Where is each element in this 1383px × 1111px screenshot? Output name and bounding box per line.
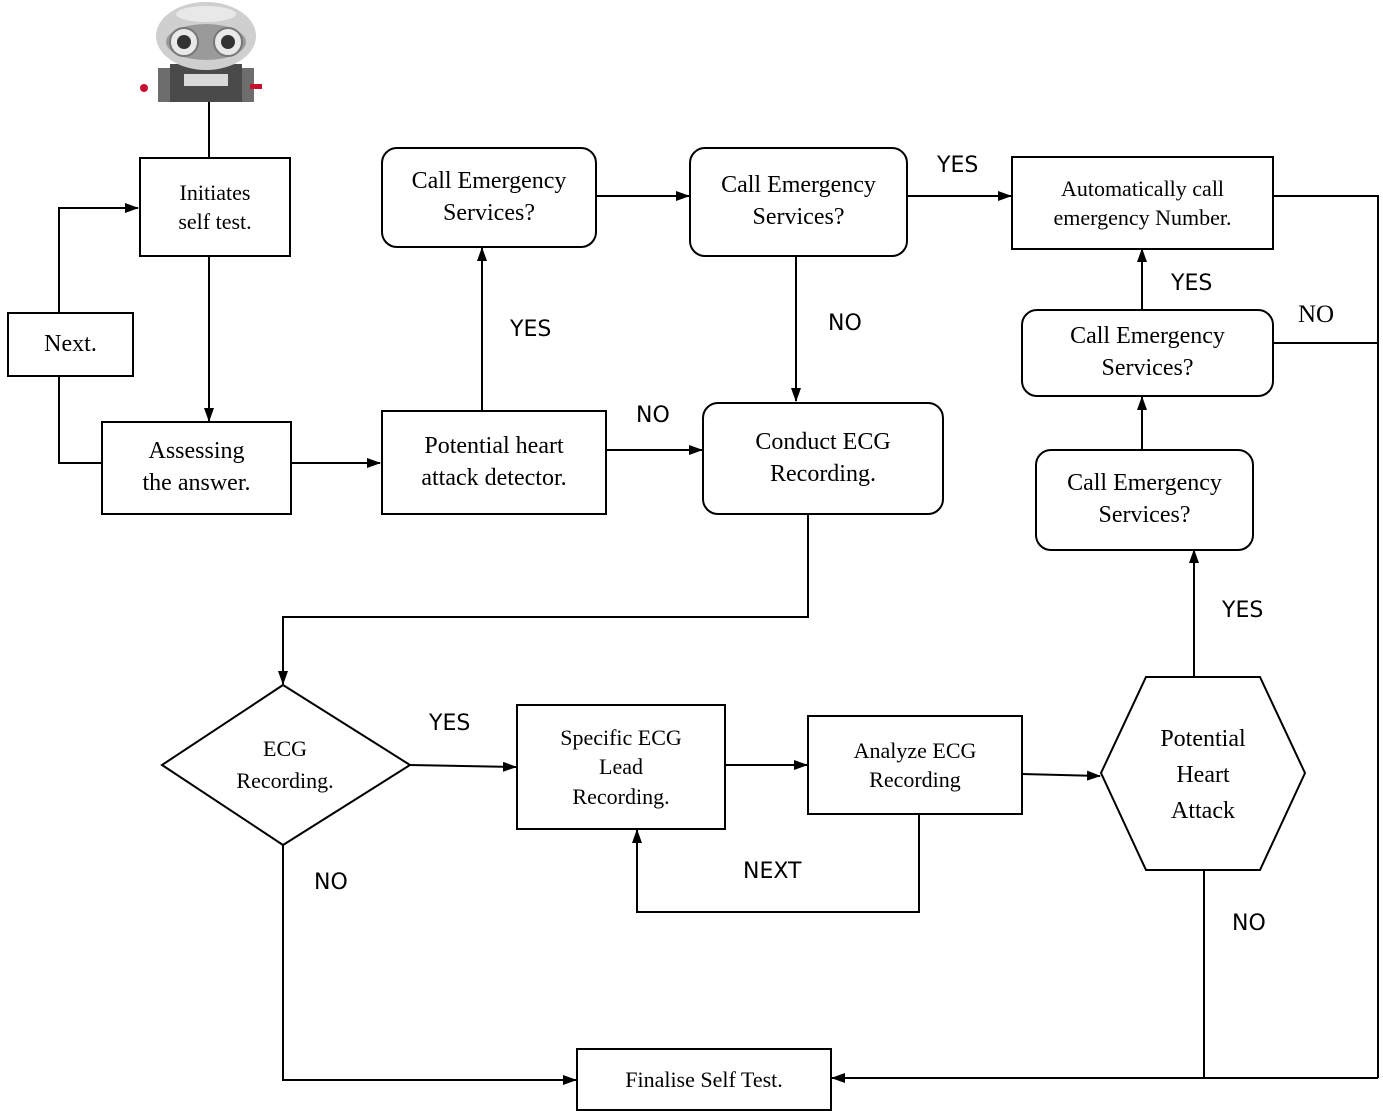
call-emergency-3-label: Call Emergency Services? (1070, 323, 1225, 381)
call-emergency-box-4: Call Emergency Services? (1035, 449, 1254, 551)
next-box: Next. (7, 312, 134, 377)
label-no-ecg: NO (314, 870, 348, 895)
potential-heart-attack-hexagon (1099, 676, 1307, 871)
edge-next-to-initiates (58, 203, 139, 313)
ecg-recording-diamond (160, 683, 412, 847)
specific-ecg-lead-box: Specific ECG Lead Recording. (516, 704, 726, 830)
potential-heart-attack-label: Potential Heart Attack (1160, 726, 1246, 824)
finalise-self-test-box: Finalise Self Test. (576, 1048, 832, 1111)
call-emergency-1-label: Call Emergency Services? (411, 167, 567, 226)
auto-call-label: Automatically call emergency Number. (1053, 175, 1232, 230)
analyze-ecg-box: Analyze ECG Recording (807, 715, 1023, 815)
initiates-label: Initiates self test. (178, 179, 252, 234)
label-yes-ecg: YES (429, 711, 471, 736)
label-yes-detector: YES (510, 317, 552, 342)
call-emergency-box-3: Call Emergency Services? (1021, 309, 1274, 397)
conduct-ecg-recording-box: Conduct ECG Recording. (702, 402, 944, 515)
edge-conduct-to-ecg (278, 514, 809, 685)
analyze-ecg-label: Analyze ECG Recording (853, 737, 977, 792)
call-emergency-2-label: Call Emergency Services? (721, 172, 876, 230)
assessing-label: Assessing the answer. (142, 438, 251, 496)
detector-label: Potential heart attack detector. (421, 432, 567, 491)
edge-auto-to-rail (1273, 195, 1379, 1078)
next-label: Next. (44, 330, 97, 357)
label-no-call2: NO (828, 311, 862, 336)
label-next-analyze: NEXT (743, 859, 802, 884)
initiates-self-test-box: Initiates self test. (139, 157, 291, 257)
call-emergency-4-label: Call Emergency Services? (1067, 470, 1222, 528)
edge-ecg-to-finalise (282, 845, 577, 1085)
call-emergency-box-2: Call Emergency Services? (689, 147, 908, 257)
assessing-answer-box: Assessing the answer. (101, 421, 292, 515)
label-no-attack: NO (1232, 911, 1266, 936)
finalise-label: Finalise Self Test. (625, 1066, 783, 1092)
specific-lead-label: Specific ECG Lead Recording. (560, 725, 682, 809)
ecg-recording-label: ECG Recording. (236, 736, 334, 793)
label-yes-attack: YES (1222, 598, 1264, 623)
label-no-call3: NO (1298, 301, 1335, 328)
conduct-ecg-label: Conduct ECG Recording. (755, 428, 891, 487)
automatically-call-box: Automatically call emergency Number. (1011, 156, 1274, 250)
label-no-detector: NO (636, 403, 670, 428)
potential-heart-attack-detector-box: Potential heart attack detector. (381, 410, 607, 515)
label-yes-call3: YES (1171, 271, 1213, 296)
robot-avatar-icon (130, 2, 282, 102)
label-yes-call2: YES (937, 153, 979, 178)
call-emergency-box-1: Call Emergency Services? (381, 147, 597, 248)
edge-ecg-to-specific (409, 761, 517, 772)
edge-assessing-to-next (58, 376, 102, 464)
edge-analyze-to-attack (1021, 770, 1101, 781)
edge-analyze-to-specific (632, 814, 920, 913)
